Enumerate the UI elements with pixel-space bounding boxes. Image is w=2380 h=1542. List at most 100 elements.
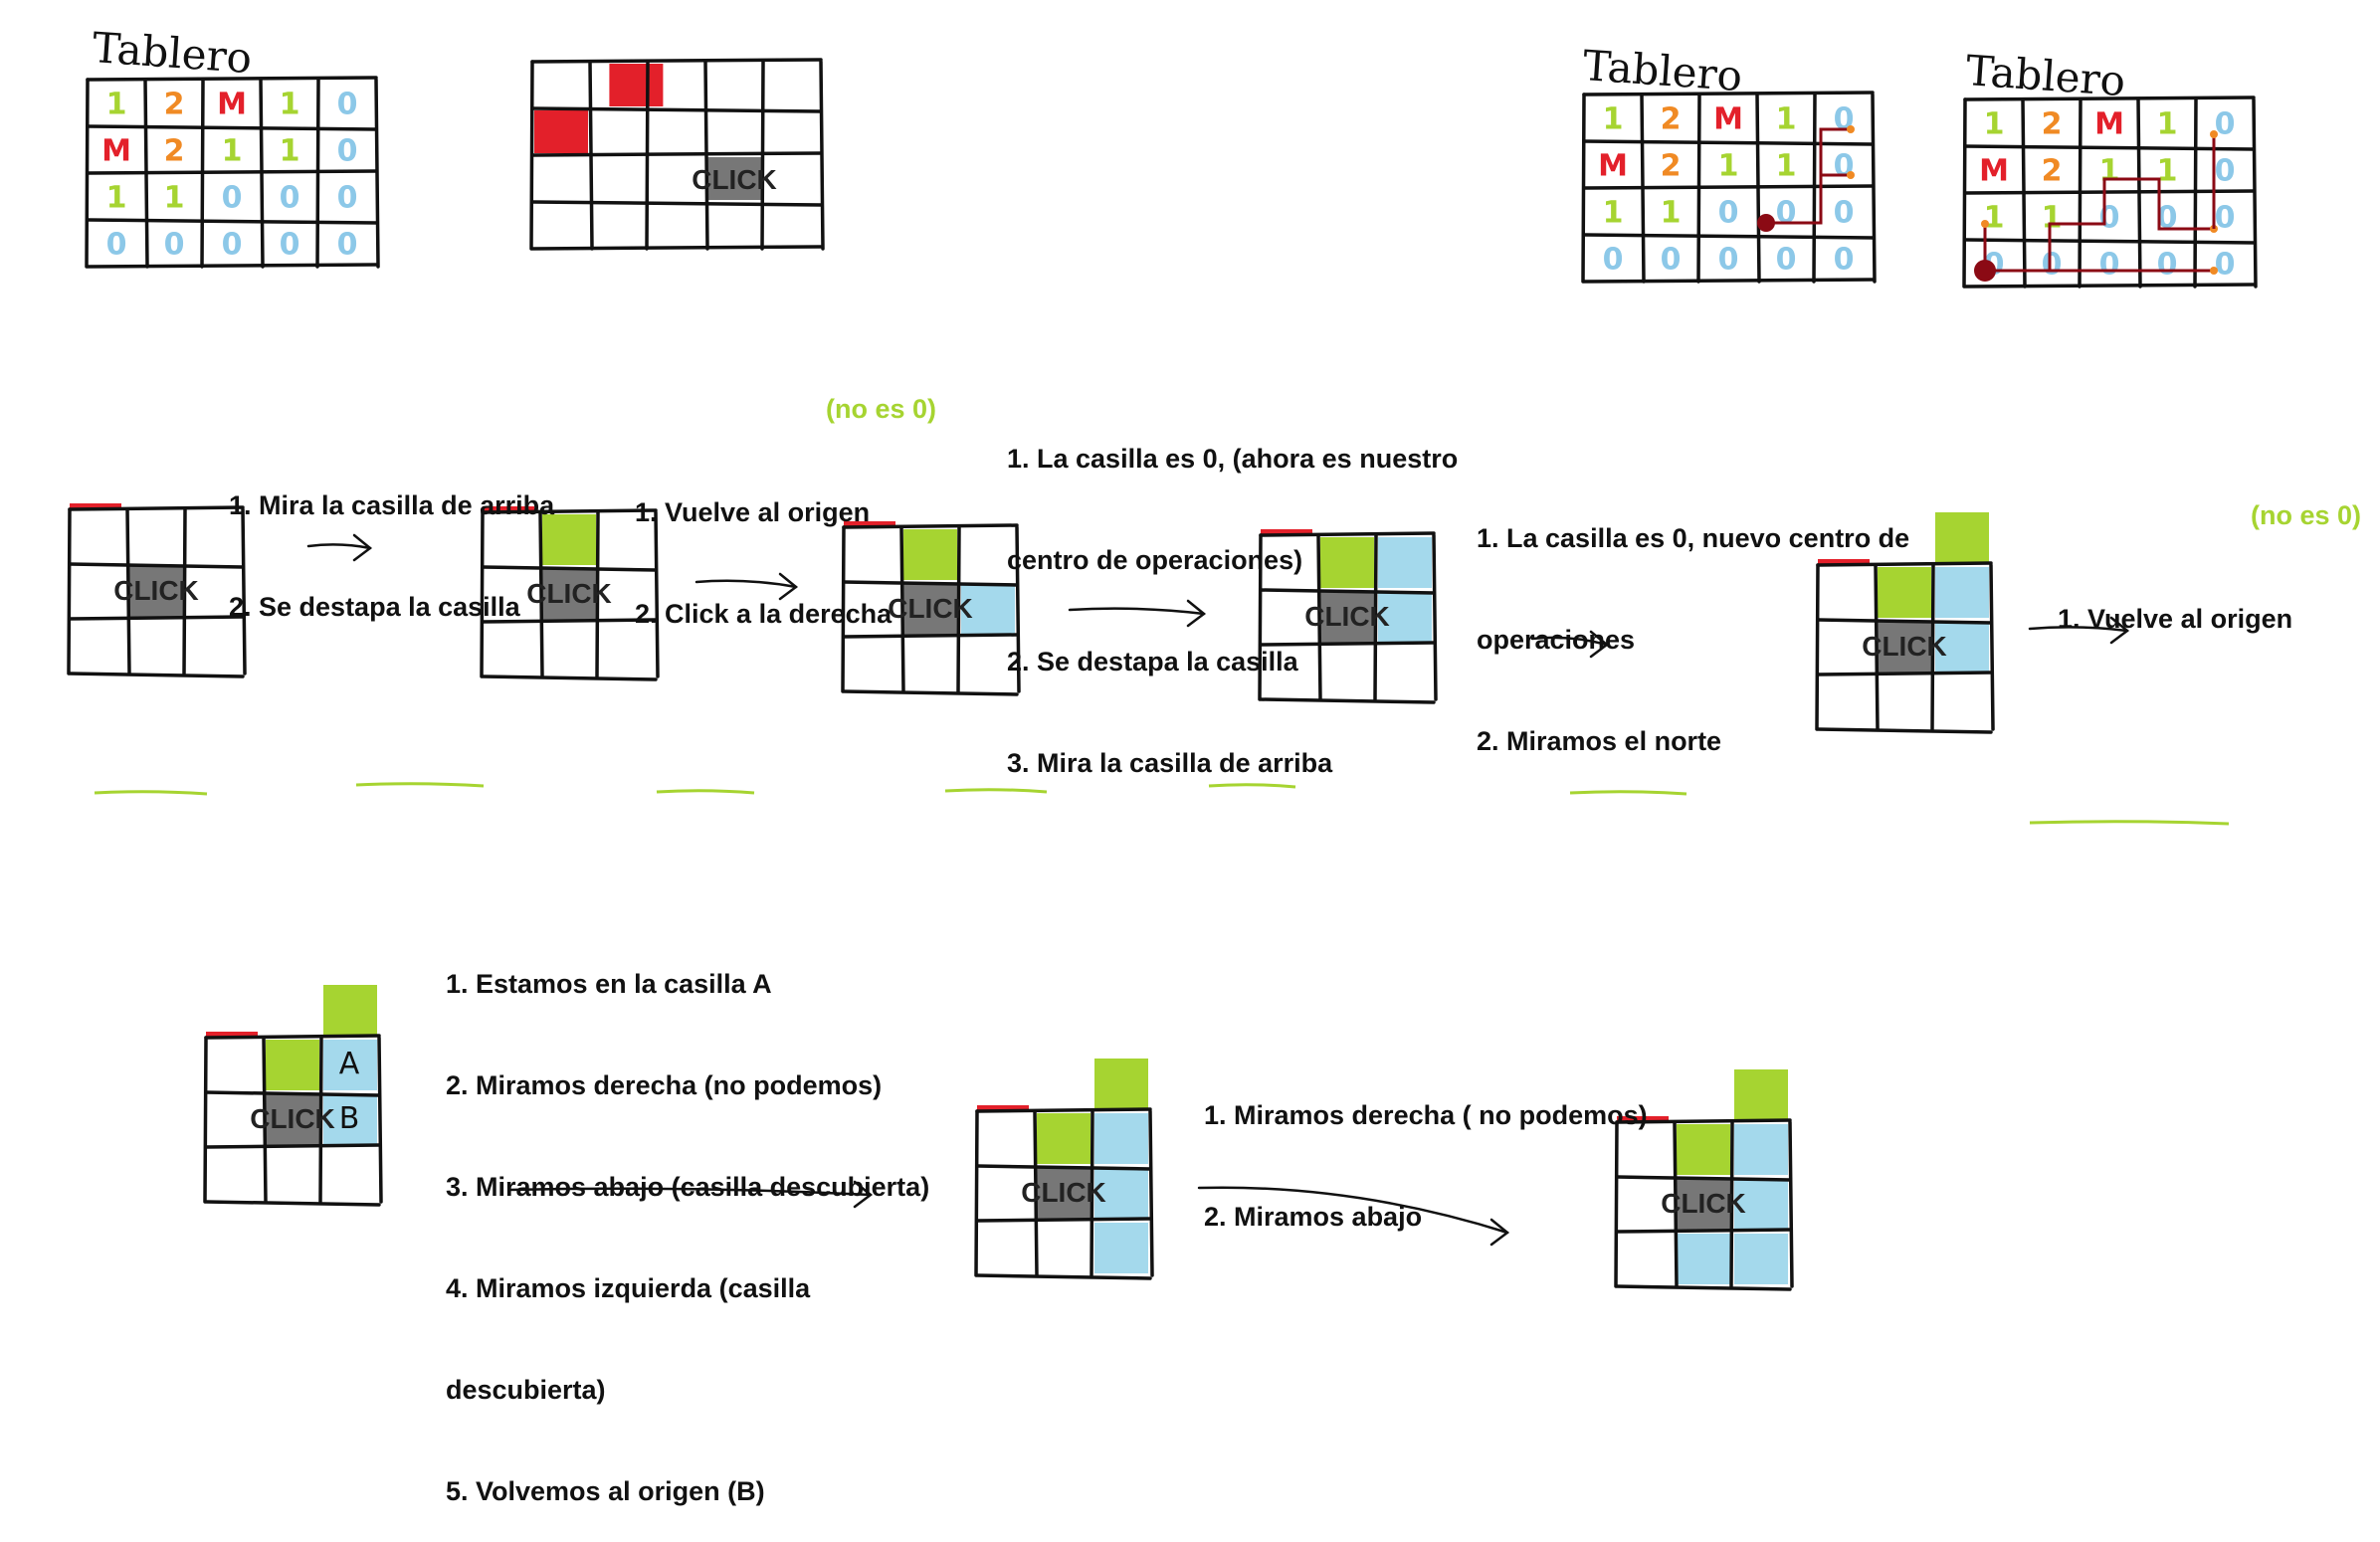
arrow-4-5-head	[1589, 630, 1610, 659]
flood-b-up-dot	[1981, 220, 1989, 228]
step-8-grid	[1614, 1118, 1794, 1291]
board-mines-click-label: CLICK	[692, 164, 777, 195]
step-1-grid-vline	[125, 507, 131, 675]
board-numbers-cell: 2	[164, 134, 185, 169]
step-6-line-4: 4. Miramos izquierda (casilla	[446, 1273, 811, 1303]
step-4-grid-vline	[1316, 533, 1322, 701]
arrow-7-8-head	[1489, 1218, 1510, 1247]
board-mines-grid-hline	[530, 200, 823, 207]
board-flood-b-cell: M	[2094, 107, 2124, 142]
step-3-grid-hline	[842, 689, 1019, 696]
step-1-grid	[67, 505, 247, 678]
step-2-grid-hline	[481, 675, 658, 681]
arrows-layer	[306, 125, 2218, 1247]
step-2-grid-click-label: CLICK	[526, 578, 612, 609]
step-5-grid-vline	[1930, 563, 1935, 731]
step-8-grid-hline	[1615, 1175, 1792, 1182]
fills-layer	[70, 64, 1989, 1284]
board-mines-grid	[529, 58, 825, 251]
board-title-3: Tablero	[1964, 46, 2126, 105]
board-mines-grid-hline	[530, 58, 823, 64]
step-4-grid	[1258, 531, 1438, 704]
board-mines-grid-hline	[530, 151, 823, 157]
step-5-grid-hline	[1816, 561, 1993, 567]
board-numbers-grid-hline	[86, 263, 378, 269]
step-5-grid-water-cell	[1935, 622, 1989, 673]
board-title-2: Tablero	[1581, 41, 1743, 100]
board-flood-b-grid-vline	[2252, 97, 2258, 289]
board-numbers-cell: 0	[337, 228, 358, 263]
step-1-grid-hline	[68, 562, 245, 569]
step-5-grid-click-cell	[1878, 622, 1931, 673]
step-3-grid-click-cell	[903, 584, 957, 635]
arrow-1-2-head	[352, 533, 373, 562]
step-6-line-1: 1. Estamos en la casilla A	[446, 969, 772, 999]
board-numbers-cell: 1	[164, 181, 185, 216]
board-flood-a-cell: 1	[1776, 149, 1797, 184]
step-6-grid-hline	[204, 1034, 381, 1040]
step-3-grid-mine-edge	[844, 521, 895, 527]
arrow-3-4-shaft	[1068, 607, 1206, 616]
step-2-grid-vline	[654, 510, 660, 678]
step-7-grid-vline	[1148, 1109, 1154, 1277]
step-6-grid-green-cell	[323, 985, 377, 1036]
board-numbers-cell: 0	[280, 181, 300, 216]
mine-cell	[534, 110, 588, 153]
board-flood-b-grid-hline	[1963, 96, 2256, 101]
board-numbers-cell: 0	[222, 228, 243, 263]
step-5-tag: (no es 0)	[2251, 500, 2362, 530]
step-5-grid	[1815, 561, 1995, 734]
flood-b-col-dot	[2210, 130, 2218, 138]
board-flood-a-grid-hline	[1582, 91, 1875, 96]
step-7-grid	[974, 1107, 1154, 1280]
board-mines-grid-hline	[530, 245, 823, 251]
step-1-grid-hline	[68, 672, 245, 678]
step-8-grid-hline	[1615, 1228, 1792, 1234]
board-flood-b-grid-hline	[1963, 144, 2256, 151]
step-4-grid-vline	[1373, 533, 1378, 701]
step-2-grid-green-cell	[542, 514, 596, 565]
step-2-grid-mine-edge	[483, 506, 534, 512]
step-5-grid-hline	[1816, 671, 1993, 676]
arrow-2-3-shaft	[694, 579, 798, 589]
board-numbers-cell: 1	[106, 181, 127, 216]
arrow-7-8-shaft	[1197, 1186, 1509, 1235]
step-6-line-2: 2. Miramos derecha (no podemos)	[446, 1070, 883, 1100]
underline-4	[944, 788, 1048, 794]
step-7-grid-water-cell	[1094, 1168, 1148, 1219]
step-5-grid-green-cell	[1878, 567, 1931, 618]
step-7-grid-mine-edge	[977, 1105, 1029, 1111]
board-flood-a-cell: 0	[1834, 243, 1855, 278]
board-numbers-cell: M	[101, 134, 131, 169]
step-1-grid-hline	[68, 615, 245, 621]
board-flood-a-grid-hline	[1582, 184, 1875, 190]
step-6-note: 1. Estamos en la casilla A 2. Miramos de…	[446, 899, 929, 1542]
board-flood-b-cell: 0	[2215, 154, 2236, 189]
step-5-note: 1. Vuelve al origen	[2058, 534, 2292, 670]
step-4-grid-vline	[1258, 533, 1263, 701]
step-7-line-2: 2. Miramos abajo	[1204, 1202, 1423, 1232]
board-flood-a-cell: M	[1713, 102, 1743, 137]
step-6-line-5: descubierta)	[446, 1375, 606, 1405]
step-3-grid-water-cell	[961, 584, 1015, 635]
underline-6	[1569, 790, 1687, 796]
board-numbers-cell: 2	[164, 88, 185, 122]
step-1-grid-click-label: CLICK	[113, 575, 199, 606]
step-2-grid	[480, 508, 660, 681]
board-flood-b-cell: 0	[2215, 107, 2236, 142]
step-6-line-6: 5. Volvemos al origen (B)	[446, 1476, 765, 1506]
arrow-4-5	[1530, 630, 1610, 659]
step-7-grid-click-label: CLICK	[1021, 1177, 1106, 1208]
board-flood-b-cell: 0	[2215, 201, 2236, 236]
step-2-grid-click-cell	[542, 569, 596, 620]
step-6-grid-hline	[204, 1090, 381, 1097]
step-5-grid-vline	[1815, 563, 1820, 731]
board-flood-b-cell: 0	[2157, 201, 2178, 236]
board-flood-a-cell: 0	[1776, 196, 1797, 231]
arrow-6-7-shaft	[507, 1187, 873, 1197]
board-flood-b-cell: 2	[2042, 154, 2063, 189]
board-flood-b-cell: 0	[2099, 201, 2120, 236]
underline-2	[355, 782, 485, 788]
step-2-line-1: 1. Vuelve al origen	[635, 497, 871, 527]
